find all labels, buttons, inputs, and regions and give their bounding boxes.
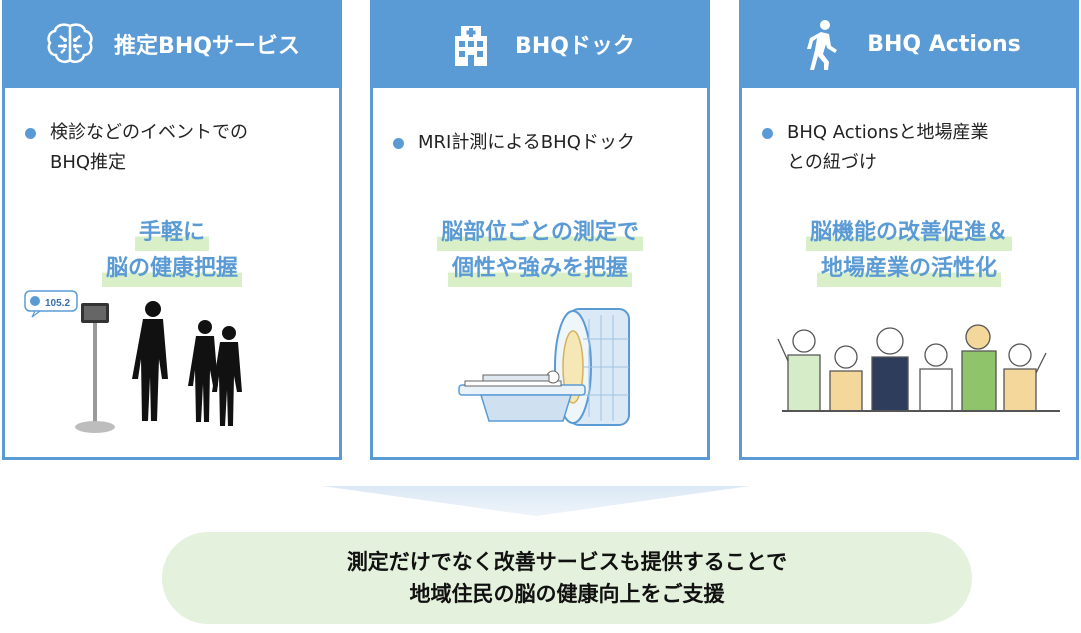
card-title: BHQドック	[515, 34, 635, 59]
card-header: 推定BHQサービス	[5, 0, 339, 88]
card-bhq-estimation: 推定BHQサービス 検診などのイベントでの BHQ推定 手軽に 脳の健康把握 1…	[2, 0, 342, 460]
highlight-line: 脳機能の改善促進＆	[805, 215, 1012, 251]
summary-line: 測定だけでなく改善サービスも提供することで	[346, 550, 788, 574]
bullet-item: BHQ Actionsと地場産業 との紐づけ	[762, 118, 1066, 178]
kiosk-illustration: 105.2	[5, 279, 339, 449]
bullet-item: MRI計測によるBHQドック	[393, 128, 697, 158]
bullet-dot	[25, 128, 36, 139]
brain-icon	[44, 18, 96, 70]
highlight-text: 脳部位ごとの測定で 個性や強みを把握	[373, 215, 707, 287]
down-arrow-shape	[322, 486, 750, 516]
community-people-illustration	[742, 279, 1076, 449]
bullet-line: 検診などのイベントでの	[50, 122, 248, 143]
highlight-line: 地場産業の活性化	[816, 251, 1001, 287]
card-header: BHQ Actions	[742, 0, 1076, 88]
bullet-dot	[393, 138, 404, 149]
highlight-line: 脳部位ごとの測定で	[437, 215, 643, 251]
kiosk-badge-value: 105.2	[45, 298, 70, 309]
card-header: BHQドック	[373, 0, 707, 88]
highlight-line: 脳の健康把握	[101, 251, 242, 287]
highlight-text: 手軽に 脳の健康把握	[5, 215, 339, 287]
bullet-line: BHQ推定	[50, 152, 127, 173]
highlight-text: 脳機能の改善促進＆ 地場産業の活性化	[742, 215, 1076, 287]
bullet-item: 検診などのイベントでの BHQ推定	[25, 118, 329, 178]
summary-banner: 測定だけでなく改善サービスも提供することで 地域住民の脳の健康向上をご支援	[162, 532, 972, 624]
card-title: 推定BHQサービス	[114, 34, 300, 59]
bullet-line: との紐づけ	[787, 152, 877, 173]
walking-person-icon	[797, 18, 849, 70]
mri-scanner-illustration	[373, 279, 707, 449]
highlight-line: 個性や強みを把握	[447, 251, 632, 287]
card-bhq-dock: BHQドック MRI計測によるBHQドック 脳部位ごとの測定で 個性や強みを把握	[370, 0, 710, 460]
bullet-line: MRI計測によるBHQドック	[418, 132, 635, 153]
highlight-line: 手軽に	[134, 215, 209, 251]
bullet-line: BHQ Actionsと地場産業	[787, 122, 989, 143]
card-title: BHQ Actions	[867, 31, 1021, 57]
summary-line: 地域住民の脳の健康向上をご支援	[409, 582, 725, 606]
hospital-icon	[445, 18, 497, 70]
card-bhq-actions: BHQ Actions BHQ Actionsと地場産業 との紐づけ 脳機能の改…	[739, 0, 1079, 460]
bullet-dot	[762, 128, 773, 139]
